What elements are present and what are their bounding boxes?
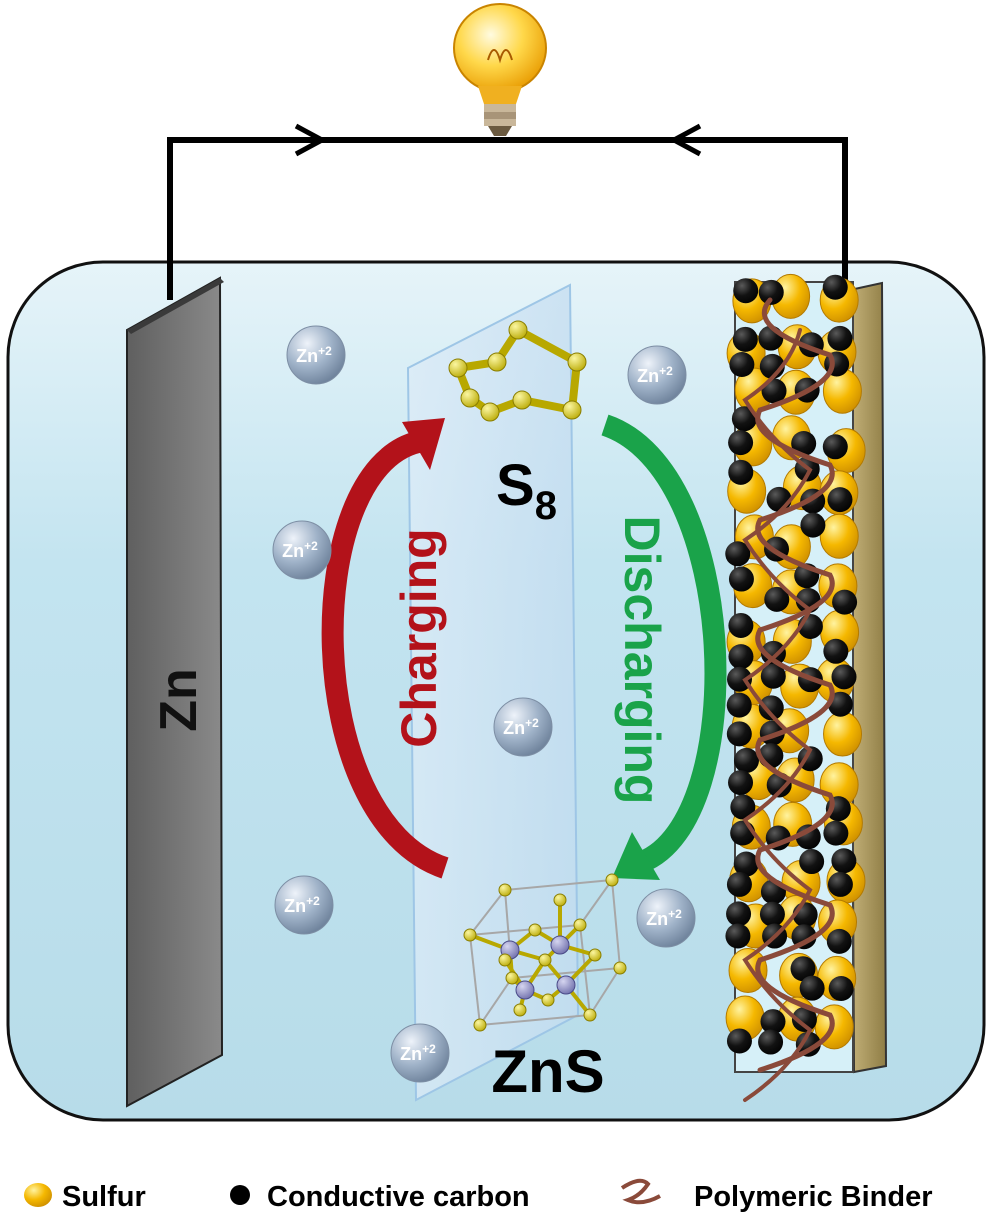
zn-ion-label: Zn+2 [646, 907, 682, 929]
anode-label: Zn [150, 668, 208, 732]
zn-anode-plate: Zn [126, 276, 224, 1108]
external-circuit [167, 123, 848, 300]
zn-ion-label: Zn+2 [400, 1042, 436, 1064]
charging-arrow: Charging [321, 418, 449, 879]
sulfur-legend-label: Sulfur [62, 1181, 146, 1213]
zns-label: ZnS [491, 1038, 604, 1105]
discharging-label: Discharging [614, 516, 670, 805]
zn-ion: Zn+2 [390, 1023, 450, 1083]
zn-ion: Zn+2 [493, 697, 553, 757]
zinc-ions: Zn+2Zn+2Zn+2Zn+2Zn+2Zn+2Zn+2 [272, 325, 696, 1083]
binder-legend-label: Polymeric Binder [694, 1181, 933, 1213]
zns-crystal-icon [463, 873, 627, 1032]
zn-ion-label: Zn+2 [637, 364, 673, 386]
s8-label: S8 [496, 453, 557, 528]
discharging-arrow: Discharging [600, 414, 727, 880]
legend: Sulfur Conductive carbon Polymeric Binde… [24, 1178, 933, 1213]
zn-ion-label: Zn+2 [282, 539, 318, 561]
s8-symbol: S [496, 453, 535, 518]
zn-ion-label: Zn+2 [503, 716, 539, 738]
carbon-legend-label: Conductive carbon [267, 1181, 530, 1213]
wire-arrow-right-icon [294, 123, 328, 157]
zn-ion-label: Zn+2 [296, 344, 332, 366]
zn-ion-label: Zn+2 [284, 894, 320, 916]
charging-label: Charging [391, 528, 447, 747]
carbon-legend-icon [230, 1185, 250, 1205]
zn-ion: Zn+2 [636, 888, 696, 948]
zn-ion: Zn+2 [286, 325, 346, 385]
sulfur-cathode [725, 273, 888, 1102]
zn-ion: Zn+2 [627, 345, 687, 405]
sulfur-legend-icon [24, 1183, 52, 1207]
light-bulb-icon [453, 3, 547, 136]
binder-legend-icon [620, 1178, 661, 1205]
zn-ion: Zn+2 [274, 875, 334, 935]
s8-molecule-icon [448, 320, 587, 422]
s8-subscript: 8 [535, 484, 557, 528]
wire-arrow-left-icon [668, 123, 702, 157]
zn-ion: Zn+2 [272, 520, 332, 580]
